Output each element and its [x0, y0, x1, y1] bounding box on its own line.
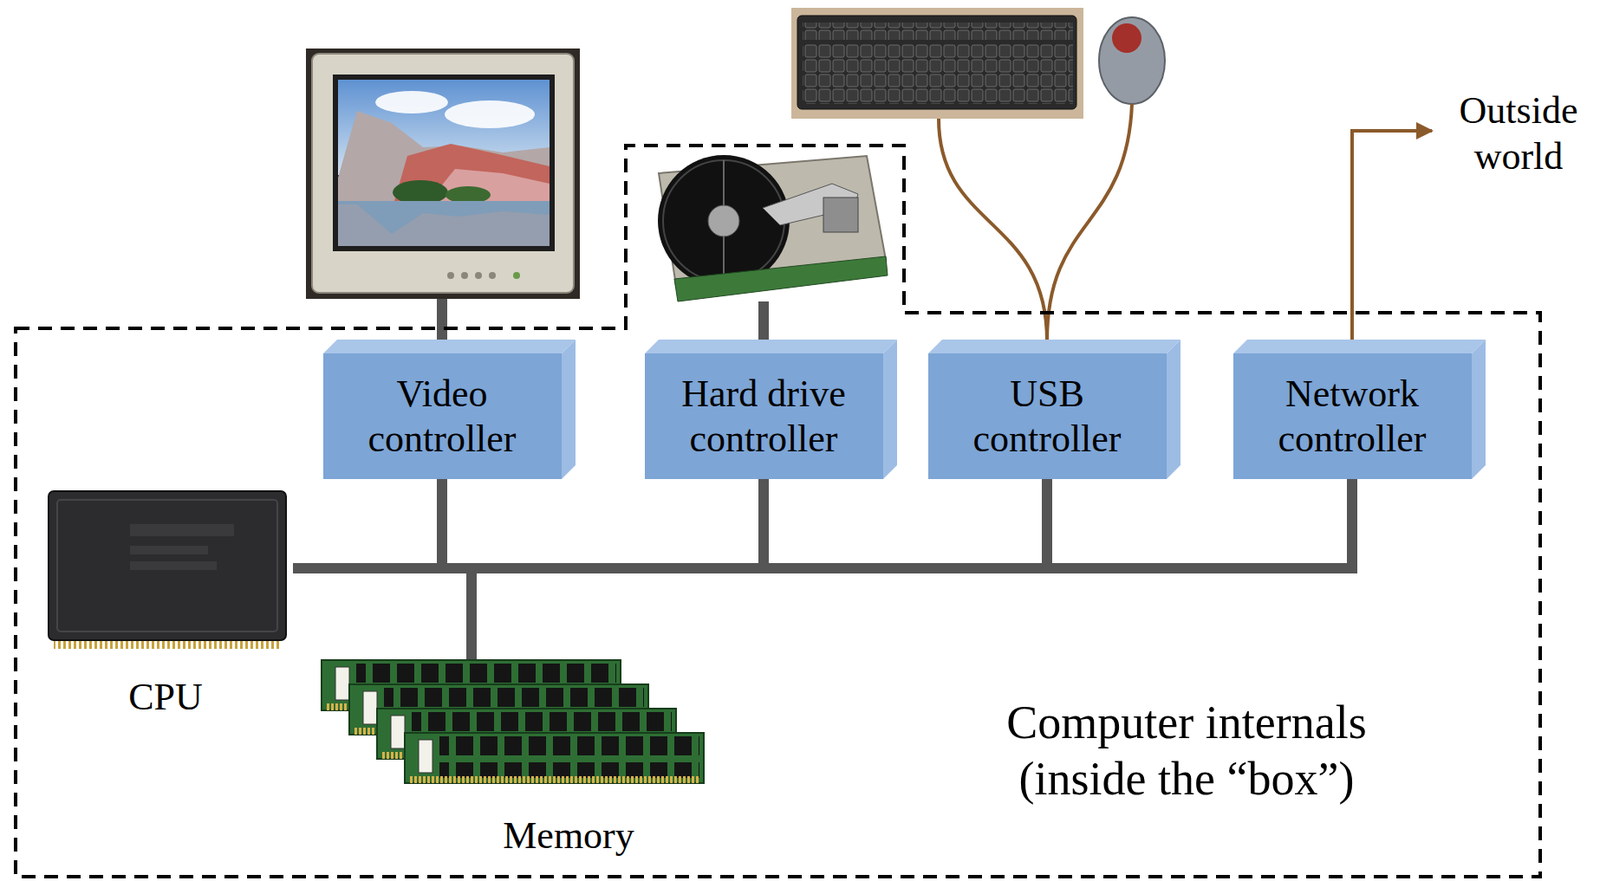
controller-box: Network controller: [1233, 339, 1486, 480]
spindle: [708, 205, 740, 237]
bus-drop: [758, 476, 769, 569]
label-holder: CPU: [35, 675, 296, 722]
keyboard-picture: [791, 7, 1084, 119]
box-label: Video controller: [333, 371, 552, 462]
water: [338, 201, 550, 247]
box-side: [1166, 339, 1181, 480]
box-top: [323, 339, 576, 354]
box-front: [1233, 353, 1472, 480]
keyboard-body: [797, 15, 1077, 110]
hard-drive-picture: [657, 155, 888, 302]
bus-drop: [1346, 476, 1358, 574]
box-side: [883, 339, 898, 480]
photo-ground: [305, 48, 580, 300]
function-keys: [802, 22, 1074, 40]
cpu-marking: [130, 561, 217, 571]
box-face: Hard drive controller: [644, 353, 884, 480]
platter: [657, 155, 790, 287]
memory-picture: [321, 660, 704, 784]
memory-stick: [404, 733, 704, 784]
box-face: Network controller: [1233, 353, 1472, 480]
box-label: Network controller: [1243, 371, 1462, 462]
screen-bezel: [332, 74, 555, 252]
computer-box-region: Computer internals (inside the “box”) Vid…: [15, 145, 1541, 878]
label-holder: Outside world: [1449, 88, 1588, 181]
trackball-picture: [1099, 17, 1165, 105]
monitor-button: [488, 272, 496, 280]
part-label: Outside world: [1449, 88, 1588, 181]
monitor-button: [474, 272, 482, 280]
trackball-body: [1099, 17, 1165, 105]
region-label: Computer internals (inside the “box”): [982, 695, 1391, 808]
photo-ground: [791, 7, 1084, 119]
monitor-button: [461, 272, 469, 280]
monitor-button: [447, 272, 455, 280]
box-label: USB controller: [938, 371, 1157, 462]
cloud: [444, 100, 535, 129]
box-front: [644, 353, 884, 480]
power-light: [513, 272, 521, 280]
box-front: [928, 353, 1167, 480]
trees: [392, 180, 449, 205]
system-bus: [292, 476, 1358, 663]
box-label: Hard drive controller: [655, 371, 873, 462]
controller-box: Video controller: [323, 339, 576, 480]
trackball-ball: [1112, 23, 1142, 53]
cpu-edge: [57, 500, 278, 632]
box-face: USB controller: [928, 353, 1167, 480]
cpu-chip: [48, 491, 287, 641]
platter-rim: [663, 160, 785, 282]
reflection: [338, 204, 550, 247]
monitor-frame: [312, 53, 574, 293]
controller-box: Hard drive controller: [644, 339, 898, 480]
bus-drop: [1041, 476, 1053, 569]
box-top: [928, 339, 1181, 354]
dashed-outline: [15, 145, 1541, 878]
memory-drop: [466, 563, 477, 663]
cloud: [375, 91, 449, 114]
bus-line: [292, 563, 1358, 574]
trackball-cable: [1047, 104, 1132, 342]
controller-box: USB controller: [928, 339, 1181, 480]
drive-board: [674, 256, 888, 302]
network-cable: [1352, 130, 1432, 342]
box-top: [1233, 339, 1486, 354]
video-wire: [436, 299, 448, 342]
box-front: [323, 353, 562, 480]
keys: [802, 43, 1074, 105]
box-face: Video controller: [323, 353, 562, 480]
keyboard-cable: [938, 118, 1048, 342]
cpu-marking: [130, 546, 209, 555]
drive-wire: [758, 301, 769, 342]
actuator: [823, 197, 859, 233]
bus-drop: [436, 476, 448, 569]
box-side: [561, 339, 576, 480]
part-label: CPU: [35, 675, 296, 722]
cpu-picture: [48, 491, 287, 650]
cpu-marking: [130, 524, 235, 537]
label-holder: Memory: [395, 813, 742, 860]
part-label: Memory: [395, 813, 742, 860]
box-side: [1471, 339, 1486, 480]
box-top: [644, 339, 898, 354]
monitor-picture: [305, 48, 580, 300]
